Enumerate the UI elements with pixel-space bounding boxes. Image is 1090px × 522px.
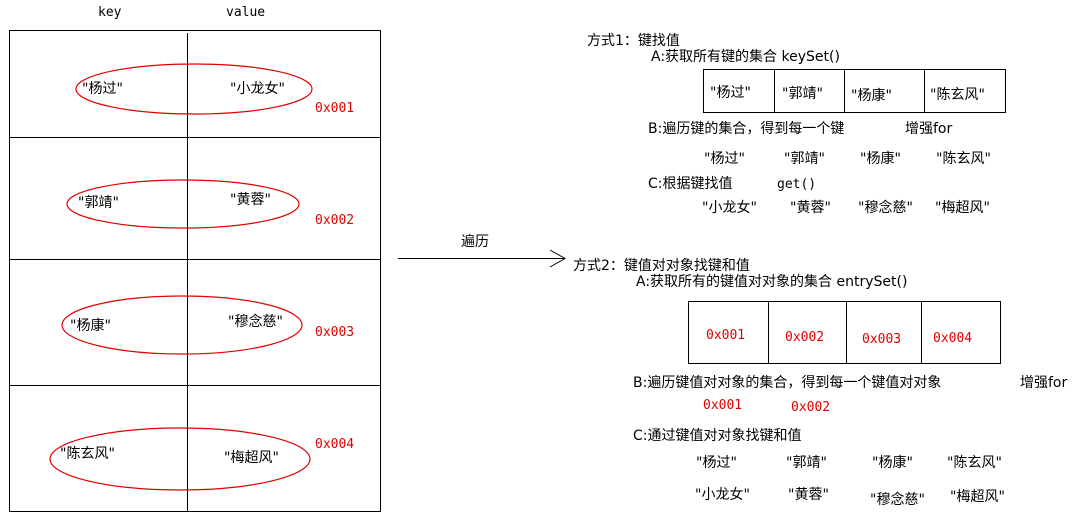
entry-value: "黄蓉" [230,192,271,208]
keyset-cell: "杨康" [851,88,892,104]
entryset-cell: 0x001 [706,328,746,343]
method2-step-b-note: 增强for [1020,375,1068,391]
entryset-cell: 0x004 [933,331,973,346]
entry-value: "梅超风" [224,450,279,466]
method1-key: "杨过" [704,151,745,167]
method2-title: 方式2：键值对对象找键和值 [573,258,750,274]
method1-value: "穆念慈" [858,200,913,216]
method1-key: "陈玄风" [936,151,991,167]
method1-key: "郭靖" [784,151,825,167]
method1-step-c-note: get() [777,177,817,192]
entry-address: 0x002 [315,213,355,228]
entry-ellipse-4 [49,427,311,491]
method1-step-b: B:遍历键的集合，得到每一个键 [648,121,845,137]
method1-step-a: A:获取所有键的集合 keySet() [651,49,840,65]
entry-key: "郭靖" [78,195,119,211]
entry-value: "小龙女" [230,81,285,97]
method1-value: "梅超风" [935,200,990,216]
method1-step-b-note: 增强for [905,121,953,137]
method1-title: 方式1：键找值 [587,33,680,49]
value-column-header: value [226,5,266,20]
method2-key: "杨康" [872,455,913,471]
entryset-box [688,301,1001,364]
method1-key: "杨康" [860,151,901,167]
arrow-head [549,249,567,268]
method2-key: "郭靖" [786,455,827,471]
method2-value: "黄蓉" [788,487,829,503]
method2-value: "小龙女" [695,487,750,503]
entryset-cell: 0x002 [785,330,825,345]
method1-value: "黄蓉" [790,200,831,216]
method2-entry: 0x002 [791,400,831,415]
method2-step-b: B:遍历键值对对象的集合，得到每一个键值对对象 [633,375,942,391]
key-column-header: key [98,5,122,20]
entry-ellipse-2 [66,179,300,229]
method2-value: "穆念慈" [870,492,925,508]
entry-key: "陈玄风" [60,446,115,462]
keyset-box [703,69,1006,113]
method2-key: "陈玄风" [947,455,1002,471]
keyset-cell: "杨过" [710,85,751,101]
keyset-cell: "郭靖" [782,86,823,102]
method1-step-c: C:根据键找值 [648,176,733,192]
entry-key: "杨过" [82,81,123,97]
keyset-cell: "陈玄风" [930,87,985,103]
entry-ellipse-1 [75,63,313,115]
method2-entry: 0x001 [703,398,743,413]
entryset-cell: 0x003 [862,332,902,347]
traverse-label: 遍历 [461,234,489,250]
entry-ellipse-3 [61,295,303,355]
entry-key: "杨康" [70,318,111,334]
method2-step-a: A:获取所有的键值对对象的集合 entrySet() [636,274,908,290]
method2-step-c: C:通过键值对对象找键和值 [633,428,802,444]
entry-address: 0x003 [315,325,355,340]
method2-key: "杨过" [696,455,737,471]
method1-value: "小龙女" [702,200,757,216]
entry-address: 0x001 [315,101,355,116]
map-table-border [9,30,381,512]
entry-address: 0x004 [315,437,355,452]
method2-value: "梅超风" [950,489,1005,505]
entry-value: "穆念慈" [228,314,283,330]
